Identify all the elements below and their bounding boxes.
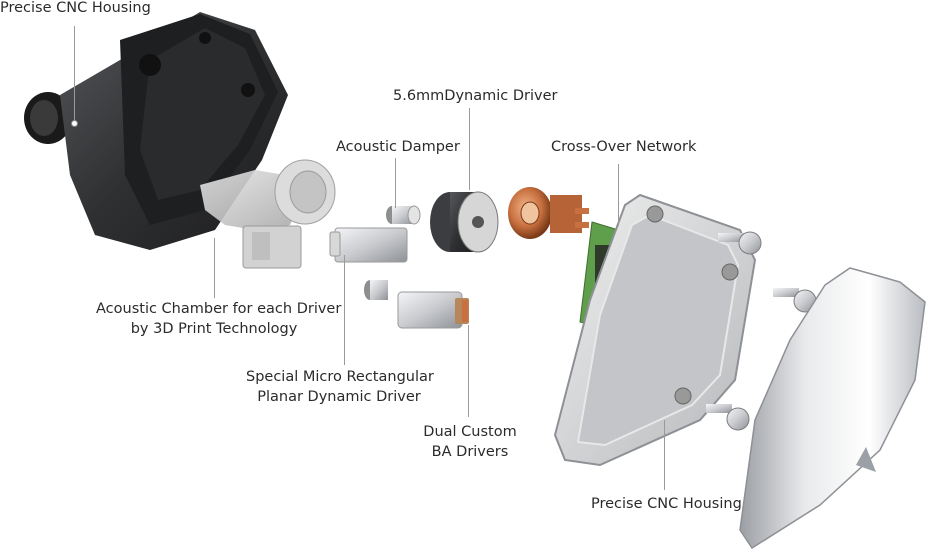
planar-driver [329,227,408,263]
leader-planar [344,255,345,365]
leader-crossover [618,164,619,226]
leader-dot-housing-top [71,120,78,127]
dynamic-driver [430,191,499,253]
acoustic-chamber [200,159,336,269]
label-crossover: Cross-Over Network [551,139,697,155]
leader-dynamic-driver [469,108,470,190]
silver-outer-shell [739,267,926,550]
label-dynamic-driver: 5.6mmDynamic Driver [393,88,558,104]
label-planar-line2: Planar Dynamic Driver [257,389,421,405]
label-housing-bottom: Precise CNC Housing [591,496,742,512]
label-housing-top: Precise CNC Housing [0,0,151,16]
label-acoustic-damper: Acoustic Damper [336,139,460,155]
label-acoustic-chamber: Acoustic Chamber for each Driver by 3D P… [96,299,342,339]
label-acoustic-chamber-line1: Acoustic Chamber for each Driver [96,301,342,317]
label-ba-line1: Dual Custom [423,424,517,440]
label-planar-driver: Special Micro Rectangular Planar Dynamic… [246,367,434,407]
acoustic-damper [364,205,421,300]
label-ba-line2: BA Drivers [431,444,509,460]
label-planar-line1: Special Micro Rectangular [246,369,434,385]
ba-drivers [397,291,469,329]
label-ba-drivers: Dual Custom BA Drivers [415,422,525,462]
leader-ba [468,325,469,417]
leader-housing-bottom [664,420,665,490]
leader-acoustic-damper [395,158,396,208]
label-acoustic-chamber-line2: by 3D Print Technology [130,321,298,337]
leader-acoustic-chamber [214,238,215,298]
leader-housing-top [74,26,75,122]
silver-housing-plate [553,193,757,467]
copper-connector [508,187,589,239]
